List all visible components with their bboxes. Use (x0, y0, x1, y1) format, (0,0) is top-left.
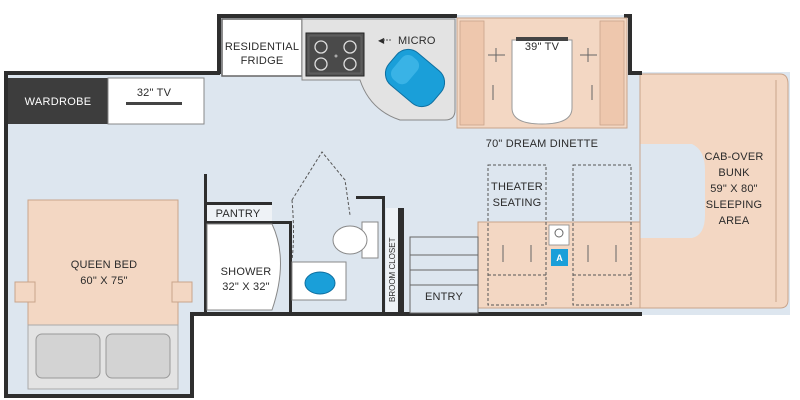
bathroom-sink (291, 261, 347, 301)
shower: SHOWER 32" X 32" (206, 223, 281, 311)
entry-label: ENTRY (425, 291, 464, 303)
cab-label-line2: BUNK (718, 167, 750, 179)
cab-label-line3: 59" X 80" (710, 183, 758, 195)
pantry-label: PANTRY (216, 208, 261, 220)
badge-label: A (556, 253, 563, 263)
exterior-walls (4, 14, 642, 398)
bathroom-door (291, 151, 351, 261)
entry-steps: ENTRY (409, 236, 479, 314)
bedroom-tv-label: 32" TV (137, 87, 172, 99)
pantry: PANTRY (207, 205, 272, 221)
dream-dinette: 39" TV 70" DREAM DINETTE (456, 17, 628, 150)
wardrobe-label: WARDROBE (25, 96, 92, 108)
micro-label: MICRO (398, 35, 436, 47)
burner (314, 40, 328, 54)
cab-bunk-label: CAB-OVER BUNK 59" X 80" SLEEPING AREA (704, 151, 763, 227)
dinette-label: 70" DREAM DINETTE (486, 138, 598, 150)
wardrobe: WARDROBE (8, 78, 108, 124)
broom-closet-label: BROOM CLOSET (388, 237, 397, 302)
fridge-label-line1: RESIDENTIAL (225, 41, 299, 53)
dinette-tv-label: 39" TV (525, 41, 560, 53)
fridge-label-line2: FRIDGE (241, 55, 284, 67)
cab-label-line4: SLEEPING (706, 199, 763, 211)
badge-a (551, 249, 568, 266)
theater-label-line2: SEATING (493, 197, 542, 209)
burner (343, 40, 357, 54)
burner (343, 57, 357, 71)
cab-label-line1: CAB-OVER (704, 151, 763, 163)
residential-fridge: RESIDENTIAL FRIDGE (221, 18, 303, 77)
microwave: ◀ MICRO (378, 35, 436, 47)
bed-label-line1: QUEEN BED (71, 259, 138, 271)
toilet (332, 221, 379, 259)
burner (314, 57, 328, 71)
bathroom-walls (204, 174, 404, 313)
cooktop (305, 32, 365, 77)
shower-label-line1: SHOWER (221, 266, 272, 278)
shower-label-line2: 32" X 32" (222, 281, 270, 293)
theater-label-line1: THEATER (491, 181, 543, 193)
broom-closet: BROOM CLOSET (386, 208, 398, 312)
queen-bed: QUEEN BED 60" X 75" (14, 199, 193, 390)
micro-arrow-icon: ◀ (378, 36, 385, 45)
kitchen-sink (384, 48, 446, 108)
cab-label-line5: AREA (719, 215, 750, 227)
cab-over-bunk (639, 73, 789, 309)
bedroom-tv-cabinet: 32" TV (107, 77, 205, 125)
theater-seating: THEATER SEATING A (477, 164, 641, 309)
bed-label-line2: 60" X 75" (80, 275, 128, 287)
